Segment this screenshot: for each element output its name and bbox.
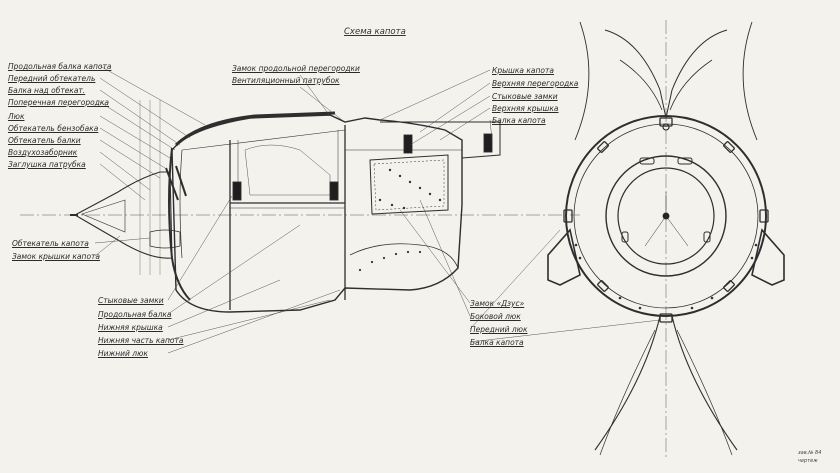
label-joint-locks: Стыковые замки bbox=[492, 92, 558, 101]
label-front-hatch: Передний люк bbox=[470, 325, 528, 334]
side-hatch bbox=[369, 154, 449, 215]
label-longitudinal-beam-lower: Продольная балка bbox=[98, 310, 172, 319]
front-view bbox=[547, 20, 785, 460]
label-hatch: Люк bbox=[8, 112, 25, 121]
cowl-outline bbox=[171, 114, 463, 313]
front-ring-inner bbox=[179, 149, 183, 259]
top-fairing-outline bbox=[574, 21, 758, 141]
side-view bbox=[20, 100, 580, 313]
rear-fairing bbox=[380, 121, 501, 159]
side-hatch-inner bbox=[373, 159, 445, 211]
drawing-title: Схема капота bbox=[344, 27, 406, 37]
bottom-legs-inner bbox=[599, 329, 733, 456]
engine-sketch bbox=[244, 144, 331, 196]
intake bbox=[149, 229, 181, 249]
label-longitudinal-beam: Продольная балка капота bbox=[8, 62, 112, 71]
label-cowl-beam-lower: Балка капота bbox=[470, 338, 524, 347]
label-beam-over-fairing: Балка над обтекат. bbox=[8, 86, 86, 95]
leader-lines bbox=[94, 65, 661, 354]
label-front-fairing: Передний обтекатель bbox=[8, 74, 96, 83]
label-lower-cover: Нижняя крышка bbox=[98, 323, 163, 332]
label-cover-lock: Замок крышки капота bbox=[12, 252, 101, 261]
label-air-intake: Воздухозаборник bbox=[8, 148, 78, 157]
label-bulkhead-lock: Замок продольной перегородки bbox=[232, 64, 360, 73]
upper-joint bbox=[181, 129, 346, 151]
fastener bbox=[329, 181, 339, 201]
label-cowl-fairing: Обтекатель капота bbox=[12, 239, 89, 248]
spinner-inner bbox=[81, 199, 126, 233]
top-fairing-inner bbox=[619, 59, 713, 111]
top-mount bbox=[662, 123, 670, 131]
label-cowl-beam: Балка капота bbox=[492, 116, 546, 125]
label-dzus-lock: Замок «Дзус» bbox=[470, 299, 525, 308]
label-beam-fairing: Обтекатель балки bbox=[8, 136, 81, 145]
exhaust-pipe bbox=[175, 165, 187, 197]
label-cowl-cover: Крышка капота bbox=[492, 66, 554, 75]
label-joint-locks-lower: Стыковые замки bbox=[98, 296, 164, 305]
label-pipe-plug: Заглушка патрубка bbox=[8, 160, 86, 169]
spoke bbox=[644, 192, 689, 247]
fastener bbox=[232, 181, 242, 201]
bottom-legs bbox=[594, 315, 738, 451]
fastener bbox=[483, 133, 493, 153]
rivet-row bbox=[358, 168, 442, 272]
radial-fittings bbox=[563, 117, 769, 323]
right-flange bbox=[751, 228, 785, 286]
label-lower-hatch: Нижний люк bbox=[98, 349, 148, 358]
label-vent-pipe: Вентиляционный патрубок bbox=[232, 76, 340, 85]
inner-ring-2 bbox=[617, 167, 715, 265]
label-tank-fairing: Обтекатель бензобака bbox=[8, 124, 99, 133]
ring-rivets bbox=[574, 243, 758, 310]
exhaust-pipe bbox=[165, 167, 179, 201]
fastener bbox=[403, 134, 413, 154]
inner-ring bbox=[605, 155, 727, 277]
stamp-line-2: чертеж bbox=[798, 458, 818, 464]
left-flange bbox=[547, 228, 581, 286]
label-cross-bulkhead: Поперечная перегородка bbox=[8, 98, 110, 107]
lower-flap bbox=[349, 243, 459, 269]
label-side-hatch: Боковой люк bbox=[470, 312, 521, 321]
cowl-top-edge bbox=[174, 111, 336, 147]
inner-fittings bbox=[621, 157, 711, 243]
label-lower-cowl-part: Нижняя часть капота bbox=[98, 336, 184, 345]
label-upper-bulkhead: Верхняя перегородка bbox=[492, 79, 579, 88]
stamp-line-1: зав.№ 84 bbox=[798, 450, 822, 456]
label-upper-cover: Верхняя крышка bbox=[492, 104, 559, 113]
